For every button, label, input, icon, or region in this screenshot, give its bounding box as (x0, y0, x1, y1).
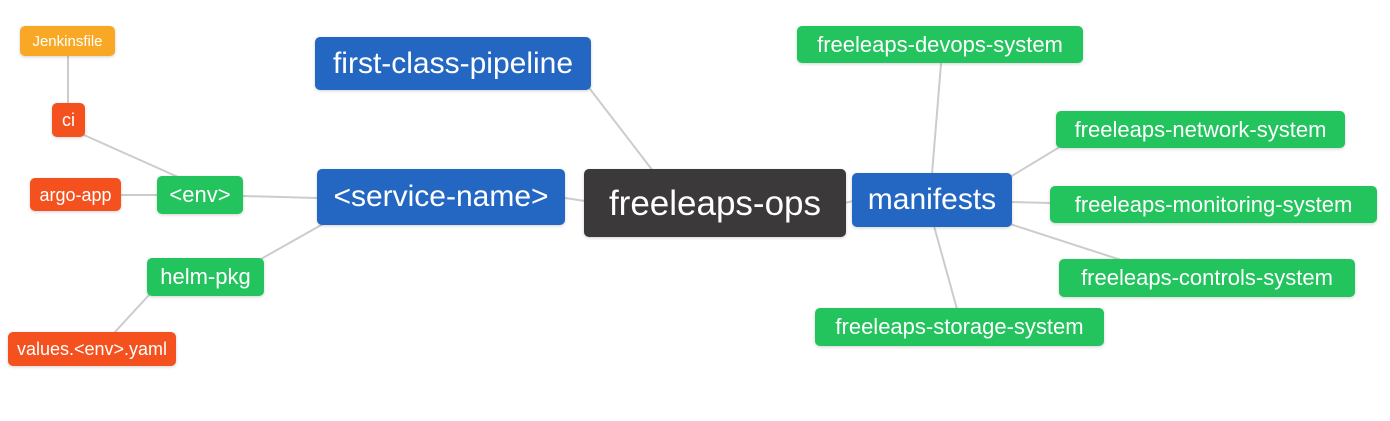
node-helm-pkg[interactable]: helm-pkg (147, 258, 264, 296)
edge-service-name-ops (564, 197, 586, 202)
node-jenkinsfile[interactable]: Jenkinsfile (20, 26, 115, 56)
edge-manifests-storage-system (933, 225, 958, 310)
node-freeleaps-network-system[interactable]: freeleaps-network-system (1056, 111, 1345, 148)
edge-service-name-helm-pkg (260, 223, 324, 260)
node-first-class-pipeline[interactable]: first-class-pipeline (315, 37, 591, 90)
edge-manifests-devops-system (931, 63, 942, 175)
edge-env-service-name (242, 195, 318, 199)
node-freeleaps-controls-system[interactable]: freeleaps-controls-system (1059, 259, 1355, 297)
edge-manifests-controls-system (1009, 223, 1122, 261)
edge-first-class-pipeline-ops (589, 88, 654, 172)
edge-ci-env (83, 134, 179, 178)
edge-helm-pkg-values-env-yaml (113, 294, 150, 334)
node-argo-app[interactable]: argo-app (30, 178, 121, 211)
node-freeleaps-storage-system[interactable]: freeleaps-storage-system (815, 308, 1104, 346)
edge-manifests-monitoring-system (1010, 201, 1052, 204)
edge-ops-manifests (844, 200, 854, 204)
node-freeleaps-monitoring-system[interactable]: freeleaps-monitoring-system (1050, 186, 1377, 223)
node-freeleaps-ops[interactable]: freeleaps-ops (584, 169, 846, 237)
node-freeleaps-devops-system[interactable]: freeleaps-devops-system (797, 26, 1083, 63)
node-manifests[interactable]: manifests (852, 173, 1012, 227)
node-values-env-yaml[interactable]: values.<env>.yaml (8, 332, 176, 366)
node-env[interactable]: <env> (157, 176, 243, 214)
edge-manifests-network-system (1009, 147, 1059, 178)
node-service-name[interactable]: <service-name> (317, 169, 565, 225)
node-ci[interactable]: ci (52, 103, 85, 137)
